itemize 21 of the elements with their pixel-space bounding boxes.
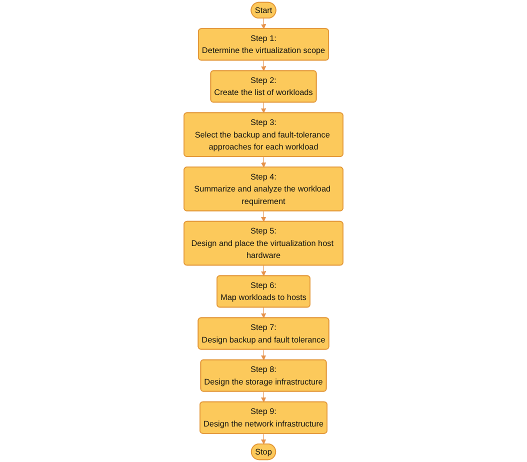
process-step-box: Step 2: Create the list of workloads: [210, 70, 317, 103]
terminal-node: Stop: [250, 443, 276, 460]
process-step-box: Step 3: Select the backup and fault-tolerance approaches for each workload: [184, 112, 344, 157]
process-step-box: Step 6: Map workloads to hosts: [216, 275, 310, 308]
flow-arrow: [260, 156, 266, 168]
flow-arrow: [260, 102, 266, 114]
flow-arrow: [260, 307, 266, 318]
flow-arrow: [260, 18, 266, 30]
process-step-box: Step 5: Design and place the virtualization host hardware: [184, 220, 344, 266]
process-step-box: Step 1: Determine the virtualization scope: [198, 28, 330, 61]
process-step-box: Step 4: Summarize and analyze the workload requirement: [184, 166, 344, 212]
flow-arrow: [260, 391, 266, 402]
process-step-box: Step 8: Design the storage infrastructure: [200, 359, 327, 392]
process-step-box: Step 7: Design backup and fault tolerance: [198, 317, 330, 350]
flow-arrow: [260, 265, 266, 276]
terminal-node: Start: [250, 2, 276, 19]
flow-arrow: [260, 349, 266, 360]
flow-arrow: [260, 433, 266, 444]
flow-arrow: [260, 210, 266, 222]
flow-arrow: [260, 60, 266, 72]
process-step-box: Step 9: Design the network infrastructure: [200, 401, 328, 434]
